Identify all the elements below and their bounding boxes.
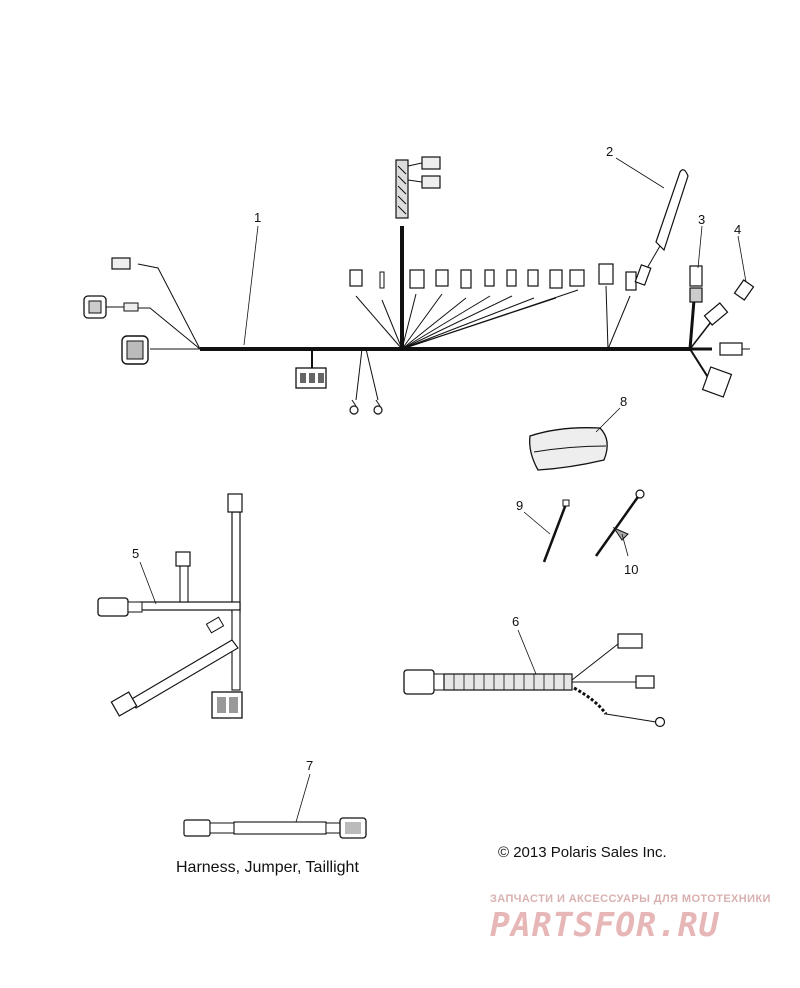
callout-2: 2 bbox=[606, 144, 613, 159]
callout-6: 6 bbox=[512, 614, 519, 629]
part-3-connector bbox=[689, 265, 703, 303]
watermark-logo: PARTSFOR.RU bbox=[490, 905, 720, 944]
callout-10: 10 bbox=[624, 562, 638, 577]
main-harness bbox=[83, 156, 750, 415]
part-10-clip-tie bbox=[594, 489, 645, 557]
callout-1: 1 bbox=[254, 210, 261, 225]
part-4-connector bbox=[703, 279, 755, 326]
callout-9: 9 bbox=[516, 498, 523, 513]
watermark-tagline: ЗАПЧАСТИ И АКСЕССУАРЫ ДЛЯ МОТОТЕХНИКИ bbox=[490, 893, 771, 905]
part-6-corrugated-harness bbox=[403, 633, 666, 728]
part-8-boot bbox=[529, 427, 608, 471]
part-2-sleeve-connector bbox=[634, 169, 689, 286]
callout-5: 5 bbox=[132, 546, 139, 561]
part-9-cable-tie bbox=[542, 499, 570, 563]
callout-numbers: 1 2 3 4 8 9 10 5 6 7 bbox=[132, 144, 741, 773]
callout-4: 4 bbox=[734, 222, 741, 237]
callout-8: 8 bbox=[620, 394, 627, 409]
callout-3: 3 bbox=[698, 212, 705, 227]
part-5-sub-harness bbox=[97, 493, 243, 719]
leader-lines bbox=[139, 157, 747, 823]
part-caption: Harness, Jumper, Taillight bbox=[176, 859, 359, 876]
part-7-jumper bbox=[183, 817, 367, 839]
callout-7: 7 bbox=[306, 758, 313, 773]
copyright-notice: © 2013 Polaris Sales Inc. bbox=[498, 844, 667, 861]
